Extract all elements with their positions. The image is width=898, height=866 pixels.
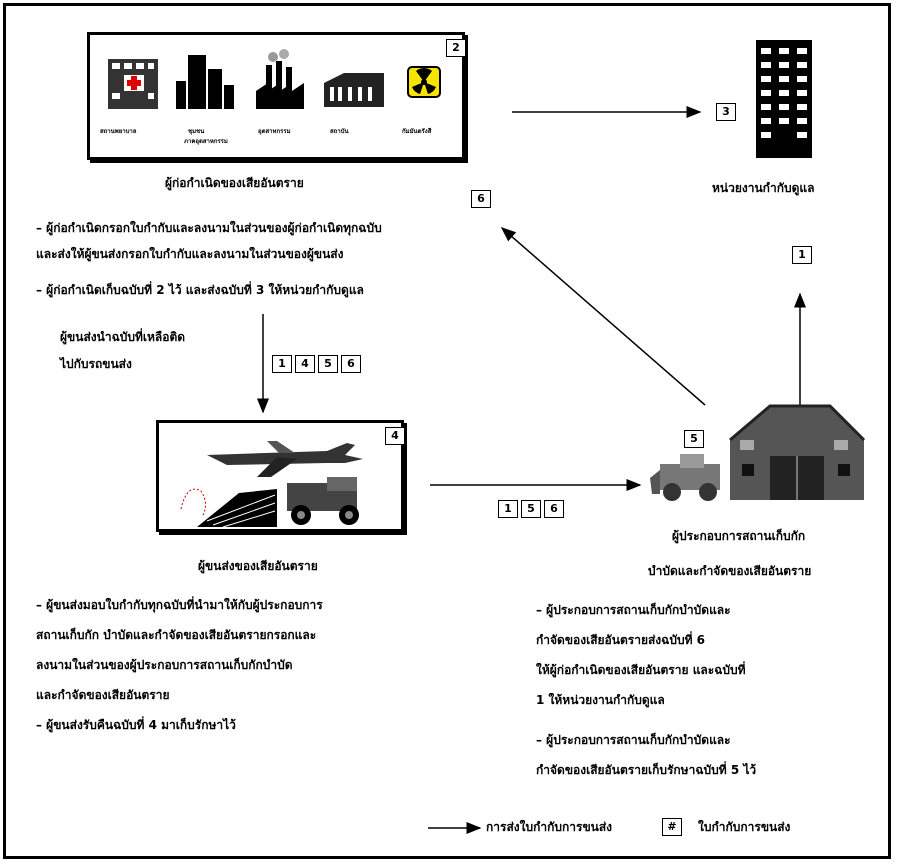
facility-note-5: – ผู้ประกอบการสถานเก็บกักบำบัดและ bbox=[536, 733, 731, 747]
authority-building-icon bbox=[756, 40, 812, 158]
facility-title-line1: ผู้ประกอบการสถานเก็บกัก bbox=[672, 529, 806, 543]
legend-box-symbol: # bbox=[662, 818, 682, 836]
icon-label-community: ชุมชน bbox=[188, 128, 205, 135]
copy-badge: 6 bbox=[341, 355, 361, 373]
arrow-facility-to-generator bbox=[500, 227, 706, 406]
transport-note-1: ผู้ขนส่งนำฉบับที่เหลือติด bbox=[60, 330, 186, 344]
transporter-panel: 4 bbox=[156, 420, 405, 532]
bulldozer-icon bbox=[650, 454, 720, 501]
copies-to-facility: 1 5 6 bbox=[498, 500, 567, 518]
truck-icon bbox=[287, 477, 359, 525]
generator-icons bbox=[108, 49, 441, 109]
hospital-icon bbox=[108, 59, 158, 109]
transporter-note-3: ลงนามในส่วนของผู้ประกอบการสถานเก็บกักบำบ… bbox=[36, 658, 293, 672]
generator-note-2: และส่งให้ผู้ขนส่งกรอกใบกำกับและลงนามในส่… bbox=[36, 247, 344, 261]
generator-panel: 2 bbox=[87, 32, 466, 160]
copy-badge: 1 bbox=[498, 500, 518, 518]
transporter-title: ผู้ขนส่งของเสียอันตราย bbox=[198, 559, 318, 573]
facility-note-3: ให้ผู้ก่อกำเนิดของเสียอันตราย และฉบับที่ bbox=[536, 663, 746, 677]
legend-box-label: ใบกำกับการขนส่ง bbox=[698, 820, 791, 834]
generator-box-number: 2 bbox=[446, 39, 466, 57]
city-icon bbox=[176, 55, 234, 109]
icon-label-radioactive: กัมมันตรังสี bbox=[402, 128, 432, 135]
authority-box-number: 3 bbox=[716, 103, 736, 121]
copies-to-transport: 1 4 5 6 bbox=[272, 355, 364, 373]
legend-arrow-label: การส่งใบกำกับการขนส่ง bbox=[486, 820, 613, 834]
transporter-note-4: และกำจัดของเสียอันตราย bbox=[36, 688, 170, 702]
facility-note-6: กำจัดของเสียอันตรายเก็บรักษาฉบับที่ 5 ไว… bbox=[536, 763, 757, 777]
transporter-note-5: – ผู้ขนส่งรับคืนฉบับที่ 4 มาเก็บรักษาไว้ bbox=[36, 718, 236, 732]
generator-note-3: – ผู้ก่อกำเนิดเก็บฉบับที่ 2 ไว้ และส่งฉบ… bbox=[36, 283, 364, 297]
transporter-note-2: สถานเก็บกัก บำบัดและกำจัดของเสียอันตรายก… bbox=[36, 628, 317, 642]
facility-note-4: 1 ให้หน่วยงานกำกับดูแล bbox=[536, 693, 665, 707]
copy-badge: 6 bbox=[544, 500, 564, 518]
copy-badge: 5 bbox=[521, 500, 541, 518]
copy-badge: 5 bbox=[318, 355, 338, 373]
badge-copy-1: 1 bbox=[792, 246, 812, 264]
icon-label-community-sub: ภาคอุตสาหกรรม bbox=[184, 138, 228, 145]
transporter-note-1: – ผู้ขนส่งมอบใบกำกับทุกฉบับที่นำมาให้กับ… bbox=[36, 598, 323, 612]
transport-vehicles-icon bbox=[180, 441, 363, 528]
generator-note-1: – ผู้ก่อกำเนิดกรอกใบกำกับและลงนามในส่วนข… bbox=[36, 221, 382, 235]
transporter-box-number: 4 bbox=[385, 427, 405, 445]
facility-title-line2: บำบัดและกำจัดของเสียอันตราย bbox=[648, 564, 812, 578]
transport-note-2: ไปกับรถขนส่ง bbox=[60, 357, 132, 371]
icon-label-industry: อุตสาหกรรม bbox=[258, 128, 291, 135]
facility-barn-icon bbox=[650, 404, 866, 501]
copy-badge: 4 bbox=[295, 355, 315, 373]
diagram-frame bbox=[3, 3, 891, 859]
generator-title: ผู้ก่อกำเนิดของเสียอันตราย bbox=[165, 176, 304, 190]
facility-note-1: – ผู้ประกอบการสถานเก็บกักบำบัดและ bbox=[536, 603, 731, 617]
ship-icon bbox=[197, 489, 277, 528]
icon-label-hospital: สถานพยาบาล bbox=[100, 128, 137, 135]
copy-badge: 1 bbox=[272, 355, 292, 373]
radioactive-icon bbox=[407, 66, 441, 98]
authority-title: หน่วยงานกำกับดูแล bbox=[712, 181, 815, 195]
factory-icon bbox=[256, 49, 304, 109]
institution-icon bbox=[324, 73, 384, 107]
facility-note-2: กำจัดของเสียอันตรายส่งฉบับที่ 6 bbox=[536, 633, 706, 647]
icon-label-institution: สถาบัน bbox=[330, 128, 349, 135]
airplane-icon bbox=[207, 441, 363, 477]
badge-copy-6: 6 bbox=[471, 190, 491, 208]
facility-box-number: 5 bbox=[684, 430, 704, 448]
